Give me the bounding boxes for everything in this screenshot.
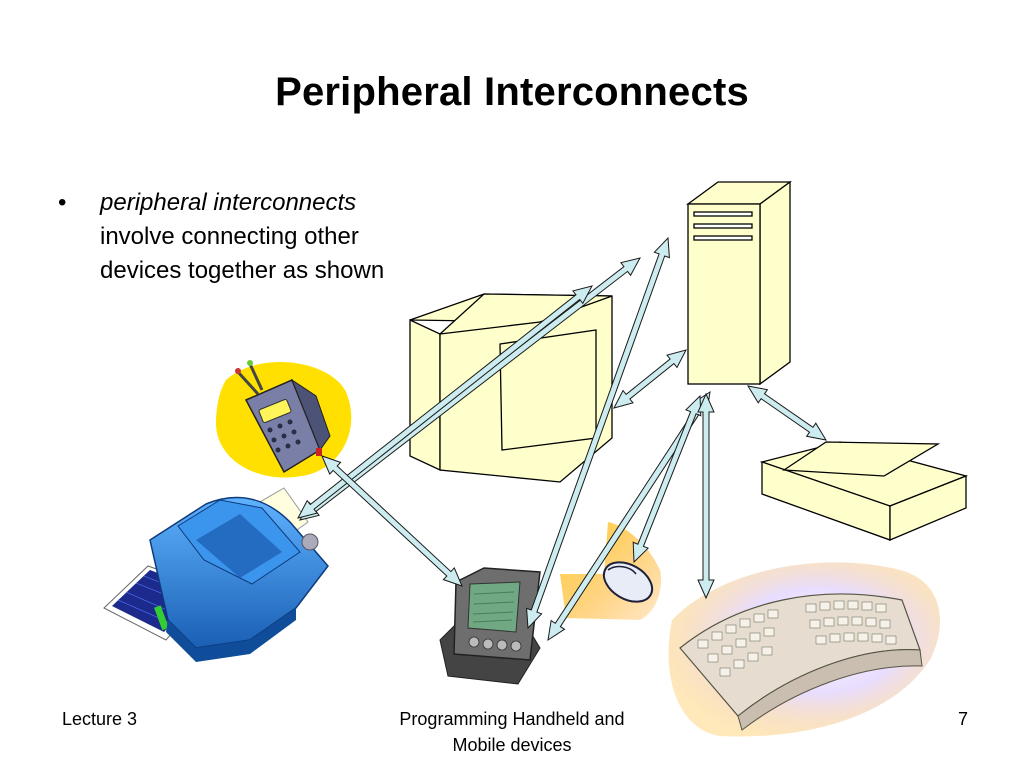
footer-course: Programming Handheld and Mobile devices <box>362 706 662 758</box>
footer-lecture: Lecture 3 <box>62 709 138 729</box>
arrow-pda-tower-2 <box>547 390 711 642</box>
arrow-printer-monitor <box>297 285 593 519</box>
footer-course-line-2: Mobile devices <box>452 735 572 755</box>
arrow-mouse-tower <box>632 394 702 564</box>
tower-computer-icon <box>686 180 792 386</box>
bullet-italic-term: peripheral interconnects <box>100 189 357 216</box>
keyboard-icon <box>668 562 940 737</box>
arrow-pda-tower <box>526 236 670 630</box>
cell-phone-icon <box>215 360 352 478</box>
arrow-keyboard-tower <box>697 392 715 600</box>
arrow-phone-pda <box>321 455 463 587</box>
page-number: 7 <box>957 709 968 729</box>
bullet-item: peripheral interconnects involve connect… <box>100 186 460 288</box>
monitor-icon <box>409 293 613 483</box>
arrow-monitor-tower <box>613 349 687 409</box>
slide-title: Peripheral Interconnects <box>275 70 749 114</box>
connection-arrows <box>297 236 828 642</box>
arrow-tower-scanner <box>746 385 828 441</box>
footer-course-line-1: Programming Handheld and <box>399 709 625 729</box>
pda-icon <box>439 567 541 685</box>
bullet-marker: • <box>58 189 67 216</box>
bullet-line-2: involve connecting other <box>100 223 359 250</box>
printer-icon <box>103 487 329 662</box>
bullet-line-3: devices together as shown <box>100 257 385 284</box>
scanner-icon <box>759 441 969 541</box>
